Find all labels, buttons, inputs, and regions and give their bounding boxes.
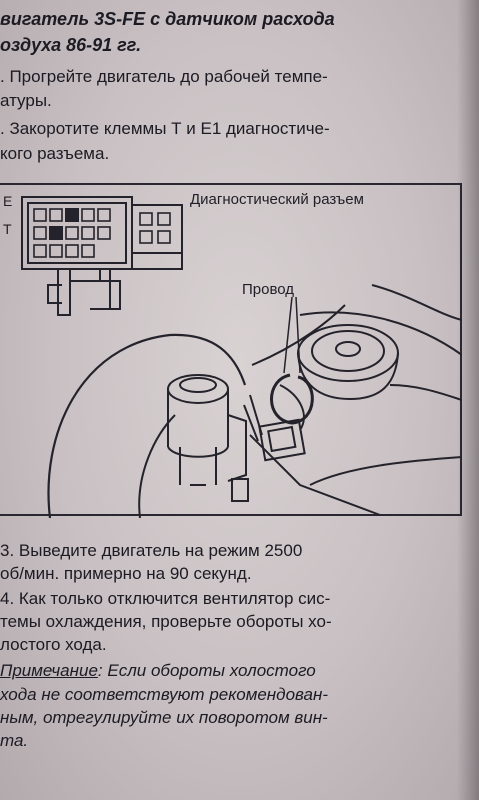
step-1-line2: атуры. bbox=[0, 91, 52, 110]
step-4-line2: темы охлаждения, проверьте обороты хо- bbox=[0, 612, 332, 631]
step-4-line1: 4. Как только отключится вентилятор сис- bbox=[0, 589, 331, 608]
step-1-line1: . Прогрейте двигатель до рабочей темпе- bbox=[0, 67, 328, 86]
page-edge-shadow bbox=[457, 0, 479, 800]
step-2-line1: . Закоротите клеммы Т и Е1 диагностиче- bbox=[0, 119, 330, 138]
step-3-line1: 3. Выведите двигатель на режим 2500 bbox=[0, 541, 303, 560]
note-line3: ным, отрегулируйте их поворотом вин- bbox=[0, 708, 328, 727]
section-heading-line2: оздуха 86-91 гг. bbox=[0, 35, 142, 55]
edge-letter-e: Е bbox=[3, 193, 13, 209]
note-line2: хода не соответствуют рекомендован- bbox=[0, 685, 328, 704]
note-line1: Примечание: Если обороты холостого bbox=[0, 660, 316, 682]
section-heading-line1: вигатель 3S-FE с датчиком расхода bbox=[0, 9, 335, 29]
engine-bay-illustration bbox=[21, 196, 462, 518]
connector-block bbox=[21, 196, 133, 270]
note-label: Примечание bbox=[0, 661, 98, 680]
step-2-line2: кого разъема. bbox=[0, 144, 110, 163]
note-line1-rest: : Если обороты холостого bbox=[97, 661, 316, 680]
step-4-line3: лостого хода. bbox=[0, 635, 107, 654]
note-line4: та. bbox=[0, 731, 29, 750]
diagnostic-connector-figure: Е Т Диагностический разъем Провод bbox=[0, 183, 462, 518]
edge-letter-t: Т bbox=[3, 221, 12, 237]
connector-callout-label: Диагностический разъем bbox=[190, 191, 364, 208]
step-3-line2: об/мин. примерно на 90 секунд. bbox=[0, 564, 252, 583]
wire-callout-label: Провод bbox=[242, 281, 295, 298]
